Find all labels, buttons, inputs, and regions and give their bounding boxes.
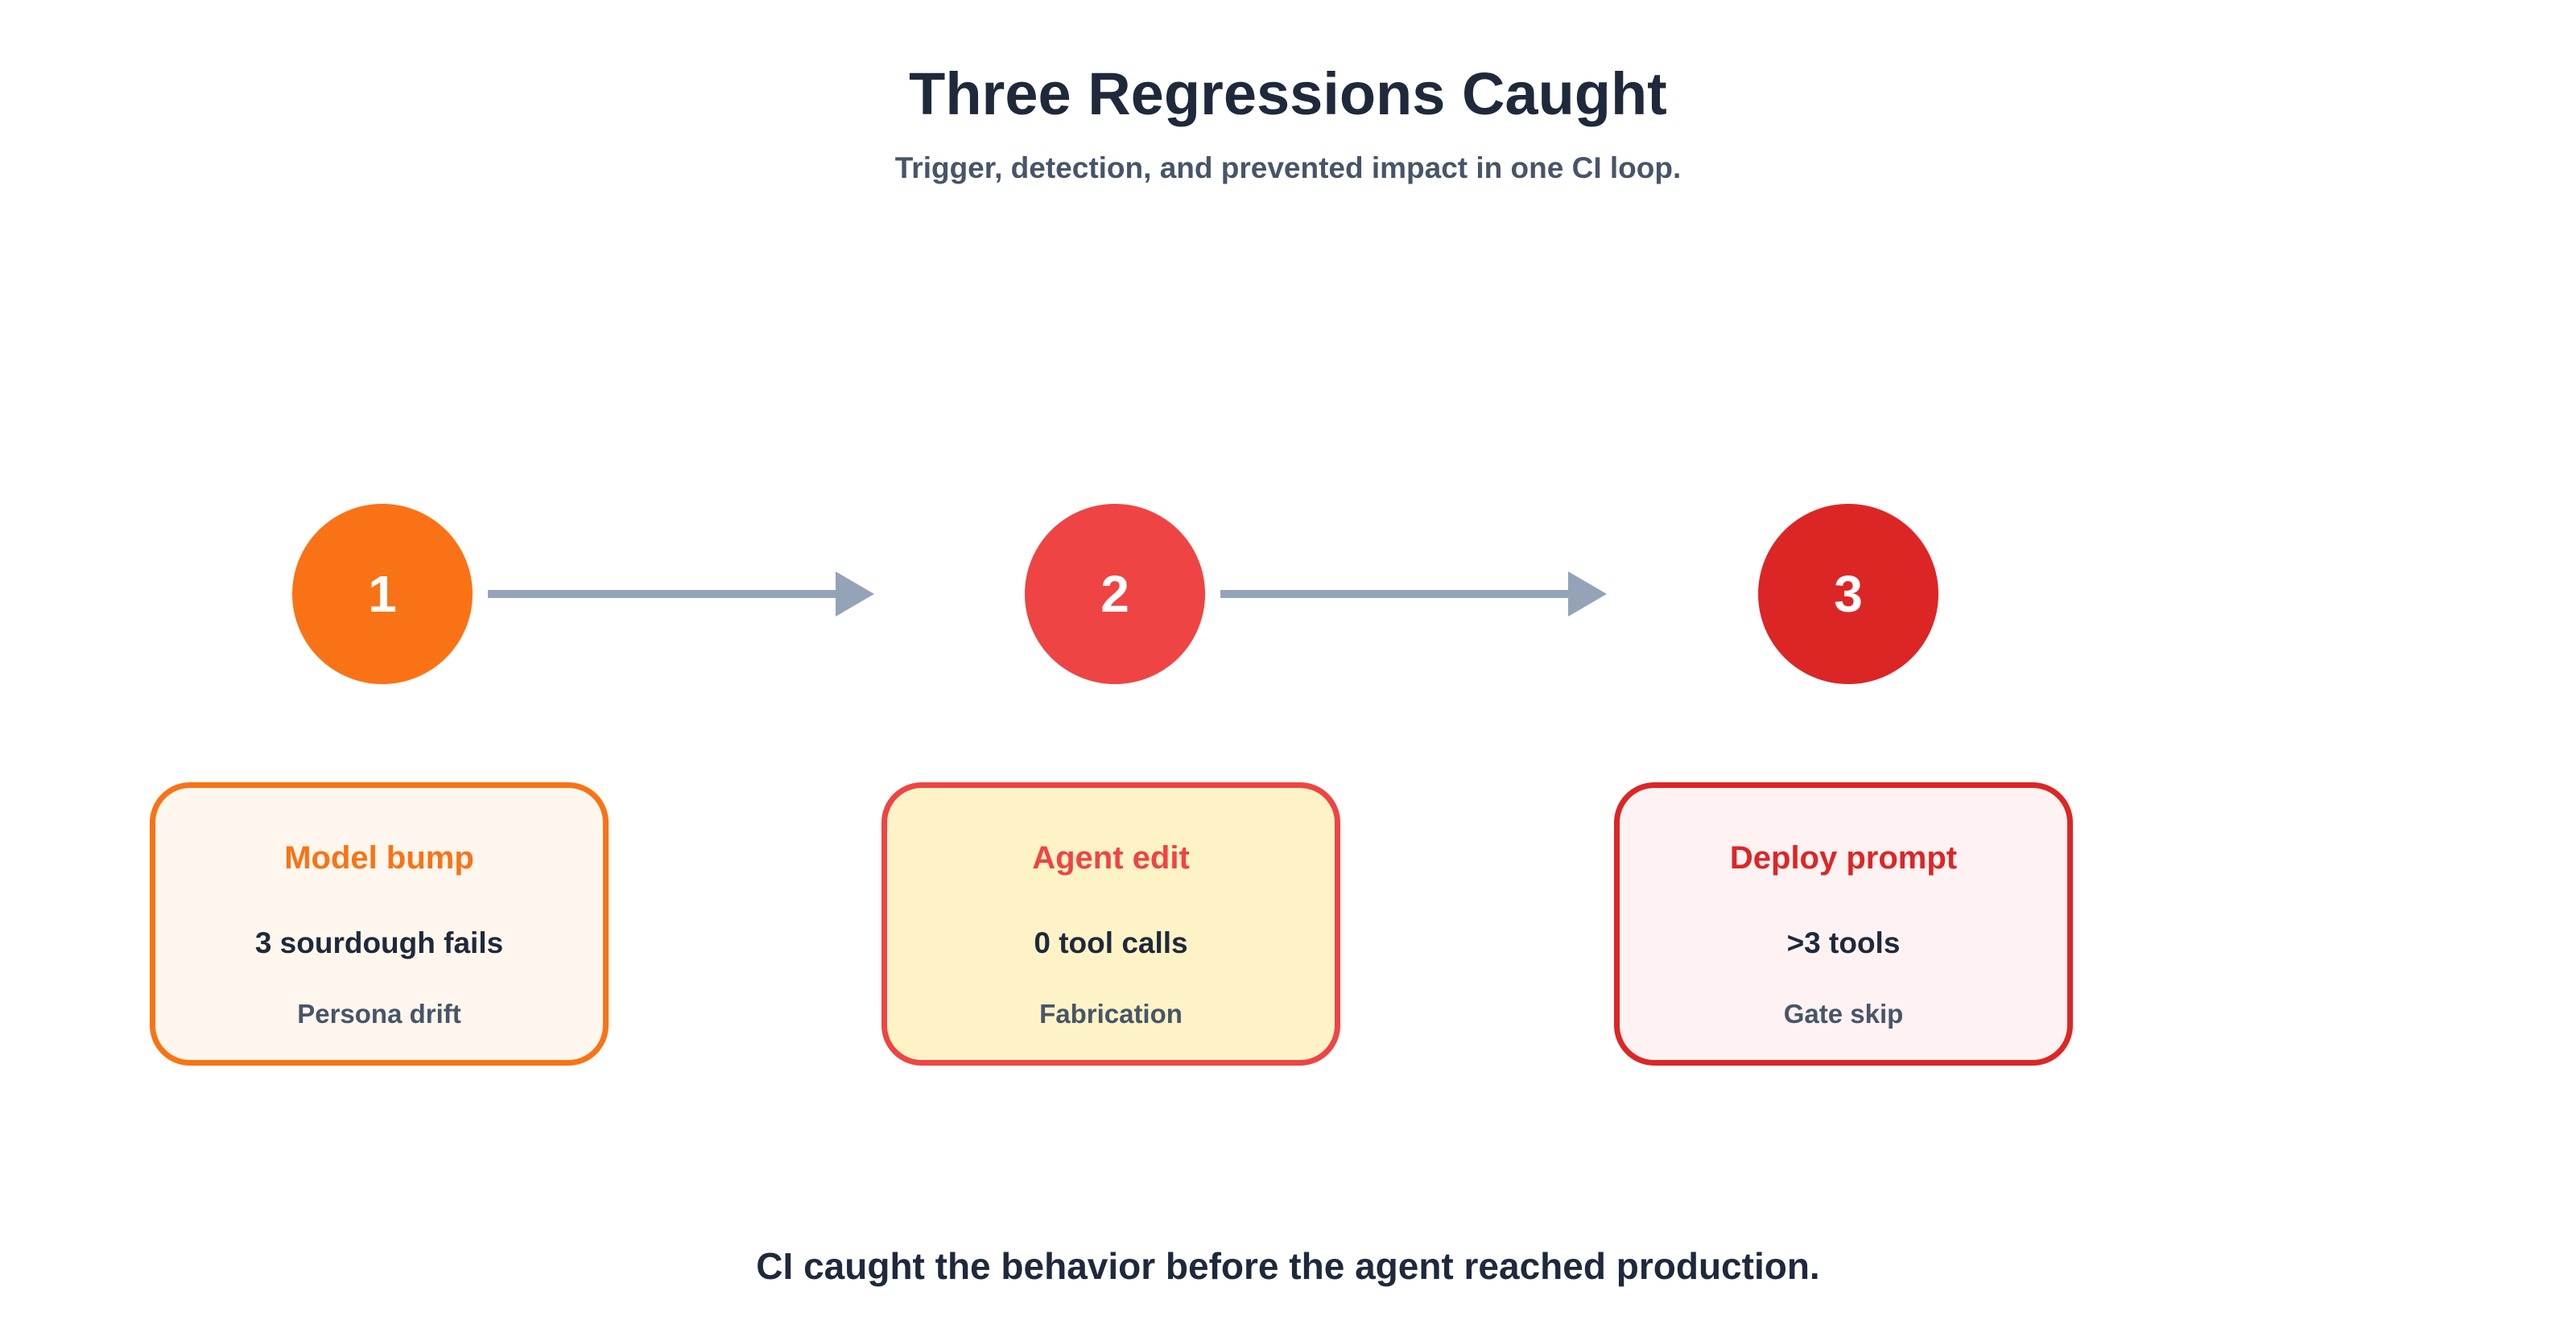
diagram-footer: CI caught the behavior before the agent …: [756, 1245, 1820, 1287]
step-3-circle: 3: [1758, 504, 1938, 684]
step-2-title: Agent edit: [1032, 840, 1190, 876]
step-1-circle: 1: [292, 504, 473, 684]
step-1-number: 1: [368, 565, 397, 623]
step-3-tag: Gate skip: [1783, 999, 1904, 1029]
step-2-tag: Fabrication: [1039, 999, 1183, 1029]
step-3-metric: >3 tools: [1786, 926, 1901, 959]
arrow-1-to-2: [488, 571, 874, 617]
step-2-circle: 2: [1025, 504, 1205, 684]
step-2-card: Agent edit 0 tool calls Fabrication: [881, 782, 1340, 1066]
diagram-subtitle: Trigger, detection, and prevented impact…: [894, 151, 1682, 184]
step-1-tag: Persona drift: [297, 999, 461, 1029]
step-1-metric: 3 sourdough fails: [254, 926, 504, 959]
arrow-2-to-3: [1220, 571, 1607, 617]
step-3-card: Deploy prompt >3 tools Gate skip: [1614, 782, 2073, 1066]
step-2-metric: 0 tool calls: [1034, 926, 1188, 959]
step-3-number: 3: [1834, 565, 1863, 623]
step-1-card: Model bump 3 sourdough fails Persona dri…: [150, 782, 609, 1066]
step-3-title: Deploy prompt: [1729, 840, 1958, 876]
diagram-title: Three Regressions Caught: [909, 60, 1667, 127]
step-2-number: 2: [1100, 565, 1129, 623]
step-1-title: Model bump: [284, 840, 474, 876]
